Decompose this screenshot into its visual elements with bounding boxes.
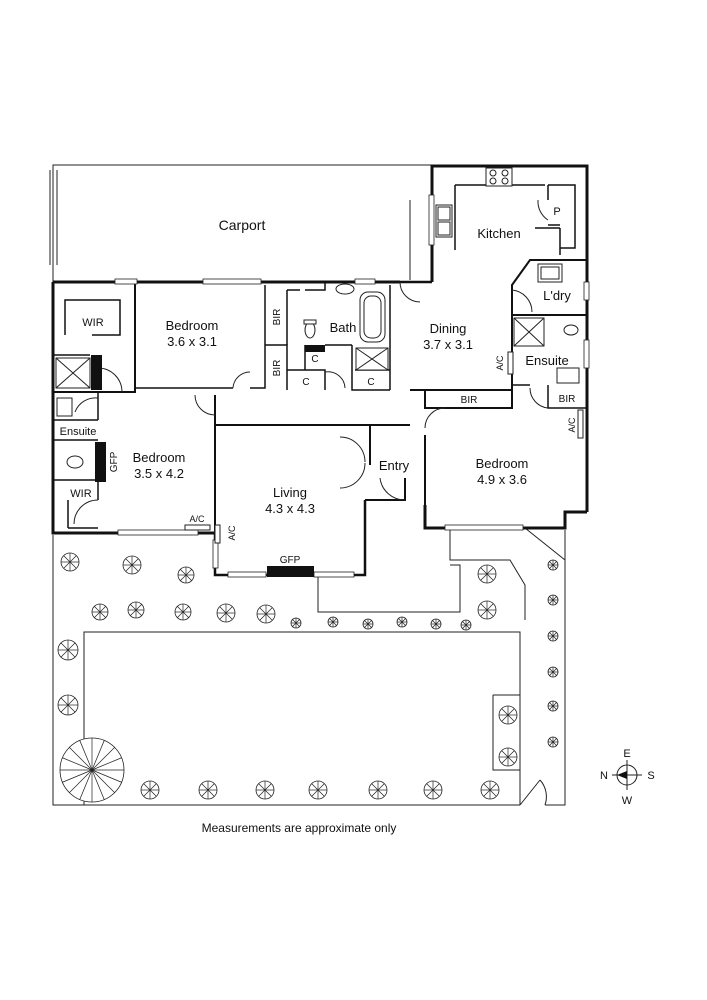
dining-size: 3.7 x 3.1 xyxy=(423,337,473,352)
shrub xyxy=(547,559,559,571)
compass-east: E xyxy=(623,748,630,760)
windows xyxy=(114,194,590,578)
yard-boundary xyxy=(52,527,566,806)
shrub xyxy=(174,603,192,621)
shrub xyxy=(327,616,339,628)
ensuite-right-label: Ensuite xyxy=(525,353,568,368)
compass-south: S xyxy=(647,770,654,782)
shrub xyxy=(498,747,518,767)
bedroom-top-size: 3.6 x 3.1 xyxy=(167,334,217,349)
bir-dining-label: BIR xyxy=(461,395,478,406)
shrub xyxy=(460,619,472,631)
room-labels: Carport Kitchen P L'dry Bedroom 3.6 x 3.… xyxy=(60,206,572,516)
cupboard-label-3: C xyxy=(367,377,374,388)
shrub xyxy=(547,594,559,606)
shrub xyxy=(57,639,79,661)
ac-dining-label: A/C xyxy=(495,355,505,371)
shrub xyxy=(480,780,500,800)
shrub xyxy=(547,666,559,678)
shrub xyxy=(91,603,109,621)
bir-ensuite-label: BIR xyxy=(559,394,576,405)
bedroom-left-size: 3.5 x 4.2 xyxy=(134,466,184,481)
bir-label-2: BIR xyxy=(272,360,283,377)
cupboard-label-1: C xyxy=(311,354,318,365)
landscaping-trees xyxy=(57,552,559,803)
bedroom-right-size: 4.9 x 3.6 xyxy=(477,472,527,487)
shrub xyxy=(255,780,275,800)
shrub xyxy=(308,780,328,800)
shrub xyxy=(216,603,236,623)
shrub xyxy=(198,780,218,800)
pantry-label: P xyxy=(553,206,560,218)
shrub xyxy=(368,780,388,800)
shrub xyxy=(140,780,160,800)
bedroom-right-label: Bedroom xyxy=(476,456,529,471)
shrub xyxy=(547,700,559,712)
ensuite-left-label: Ensuite xyxy=(60,426,97,438)
shrub xyxy=(57,694,79,716)
shrub xyxy=(362,618,374,630)
living-size: 4.3 x 4.3 xyxy=(265,501,315,516)
shrub xyxy=(498,705,518,725)
shrub xyxy=(256,604,276,624)
compass-north: N xyxy=(600,770,608,782)
living-label: Living xyxy=(273,485,307,500)
ac-bedroom-left-label: A/C xyxy=(189,514,205,524)
shrub xyxy=(477,600,497,620)
disclaimer-text: Measurements are approximate only xyxy=(202,821,397,835)
shrub xyxy=(122,555,142,575)
entry-label: Entry xyxy=(379,458,410,473)
bath-label: Bath xyxy=(330,320,357,335)
bedroom-left-label: Bedroom xyxy=(133,450,186,465)
compass-rose: E W N S xyxy=(600,748,655,807)
ac-bedroom-right-label: A/C xyxy=(567,417,577,433)
fixtures xyxy=(55,167,584,577)
shrub xyxy=(430,618,442,630)
shrub xyxy=(477,564,497,584)
wir-top-label: WIR xyxy=(82,317,103,329)
bedroom-top-label: Bedroom xyxy=(166,318,219,333)
carport-label: Carport xyxy=(219,217,266,233)
shrub xyxy=(177,566,195,584)
shrub xyxy=(547,736,559,748)
shrub xyxy=(547,630,559,642)
fixture-labels: BIR BIR C C C BIR BIR A/C A/C A/C A/C GF… xyxy=(109,309,577,566)
gfp-living-label: GFP xyxy=(280,555,301,566)
wir-bottom-label: WIR xyxy=(70,488,91,500)
cupboard-label-2: C xyxy=(302,377,309,388)
gfp-bedroom-label: GFP xyxy=(109,451,120,472)
shrub xyxy=(60,552,80,572)
shrub xyxy=(423,780,443,800)
compass-west: W xyxy=(622,795,633,807)
bir-label-1: BIR xyxy=(272,309,283,326)
shrub xyxy=(396,616,408,628)
large-tree xyxy=(59,737,125,803)
laundry-label: L'dry xyxy=(543,288,571,303)
kitchen-label: Kitchen xyxy=(477,226,520,241)
shrub xyxy=(127,601,145,619)
shrub xyxy=(290,617,302,629)
ac-living-label: A/C xyxy=(227,525,237,541)
dining-label: Dining xyxy=(430,321,467,336)
